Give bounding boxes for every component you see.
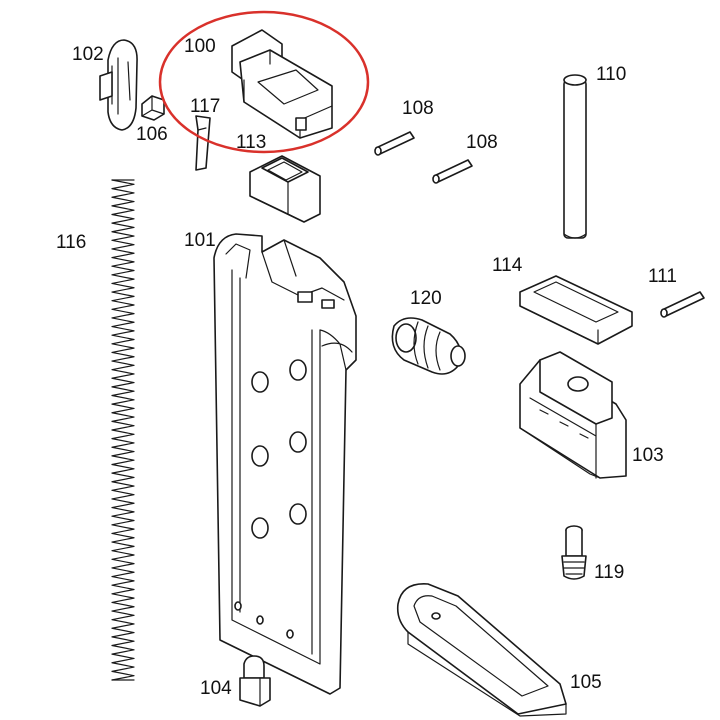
part-104-plug [239,655,271,707]
label-119: 119 [594,562,624,583]
part-105-base-plate [396,583,567,717]
label-103: 103 [632,445,664,466]
part-120-valve [391,317,466,375]
part-117-small-lever [195,115,211,171]
part-114-seal [519,275,633,345]
label-111: 111 [648,266,677,287]
part-106-small-block [141,95,165,121]
label-104: 104 [200,678,232,699]
highlight-circle [158,10,370,154]
label-106: 106 [136,124,168,145]
part-102-follower [99,39,138,131]
label-102: 102 [72,44,104,65]
label-116: 116 [56,232,86,253]
label-113: 113 [236,132,266,153]
part-111-pin [660,291,705,318]
label-120: 120 [410,288,442,309]
part-113-insert [249,155,321,223]
part-110-rod [563,74,587,239]
part-100-lip-assembly [231,29,333,139]
label-114: 114 [492,255,523,276]
part-119-nozzle [561,525,587,580]
part-108-pin-a [374,131,415,156]
label-108-b: 108 [466,132,498,153]
label-108-a: 108 [402,98,434,119]
label-110: 110 [596,64,626,85]
label-101: 101 [184,230,216,251]
part-103-base [519,351,627,479]
part-116-main-spring [111,179,135,681]
label-105: 105 [570,672,602,693]
part-101-magazine-body [213,233,357,695]
part-108-pin-b [432,159,473,184]
label-117: 117 [190,96,220,117]
label-100: 100 [184,36,216,57]
